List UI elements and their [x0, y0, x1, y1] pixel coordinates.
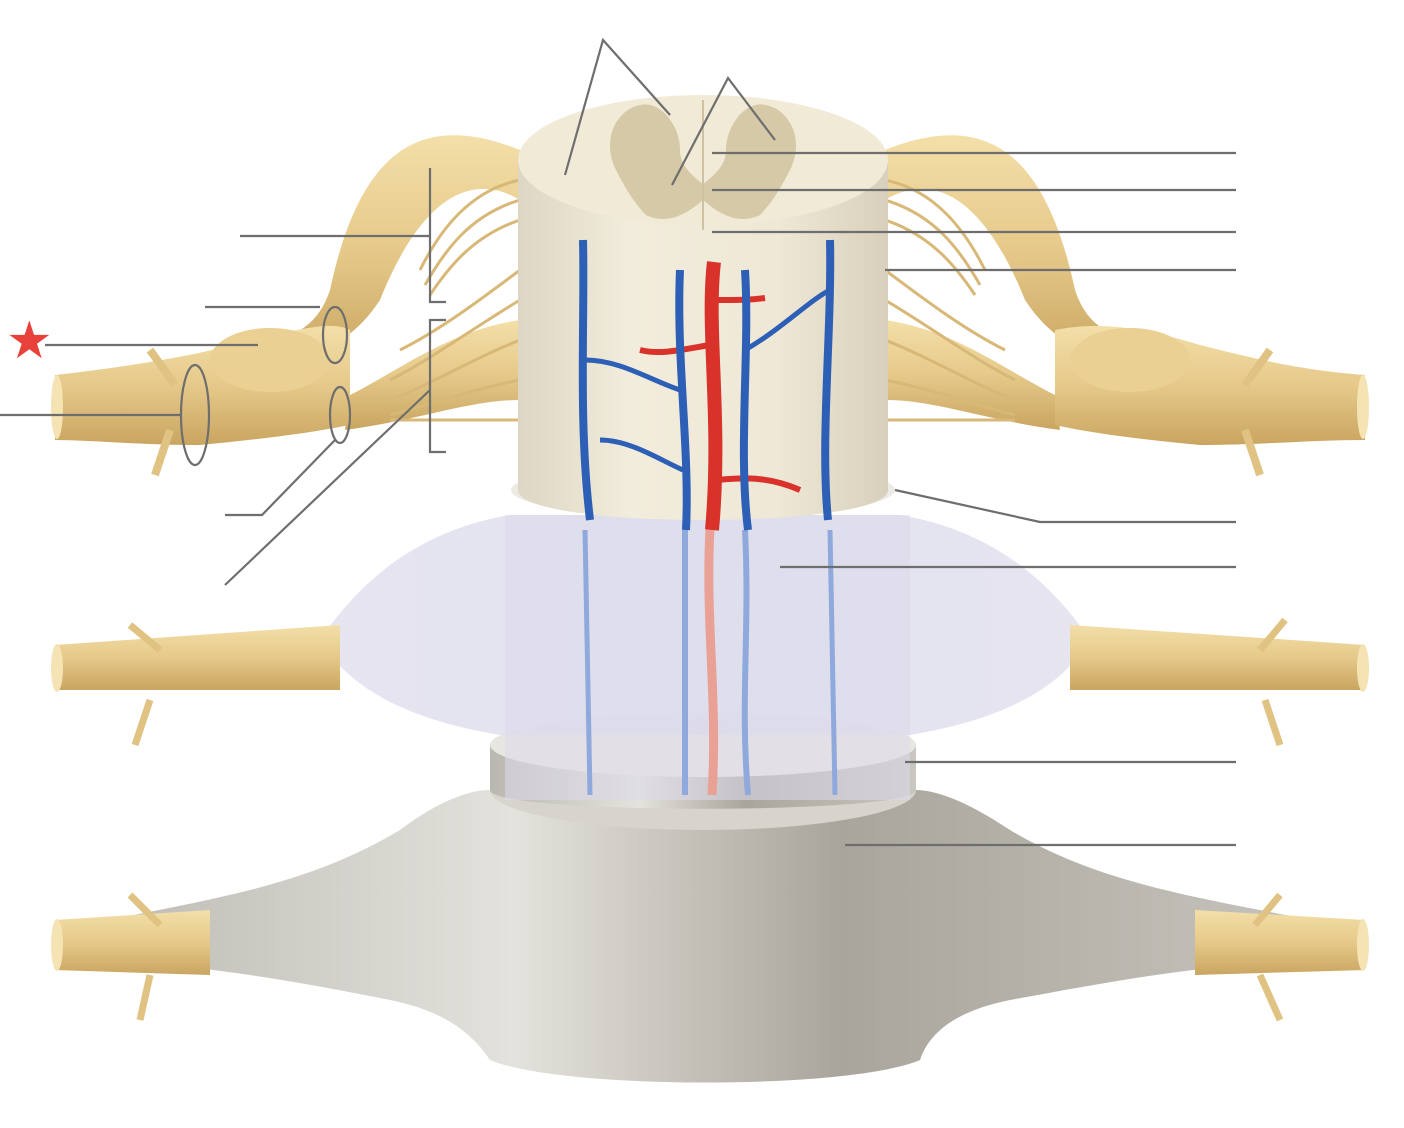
- spinal-nerve-roots-top: [51, 135, 1369, 477]
- spinal-cord: [518, 95, 888, 531]
- spinal-nerves-bottom: [51, 892, 1369, 1022]
- blood-vessels: [578, 239, 835, 531]
- star-marker-icon: ★: [6, 311, 53, 371]
- leader-lines: [0, 37, 1236, 847]
